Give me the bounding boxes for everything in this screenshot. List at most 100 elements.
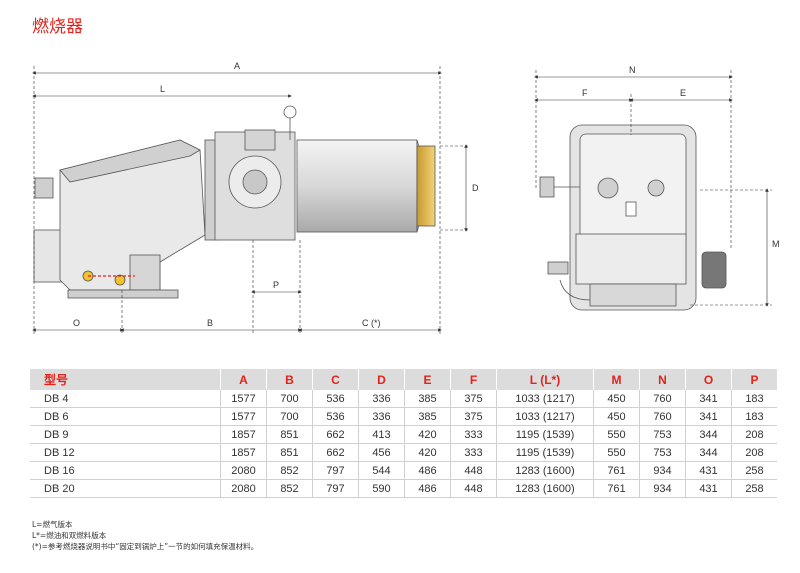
cell: 2080 (220, 461, 267, 480)
cell: 385 (404, 390, 451, 408)
table-row: DB 4 1577 700 536 336 385 375 1033 (1217… (30, 390, 777, 408)
cell-model: DB 6 (30, 407, 221, 426)
cell: 375 (450, 390, 497, 408)
cell: 760 (639, 407, 686, 426)
cell: 544 (358, 461, 405, 480)
table-row: DB 12 1857 851 662 456 420 333 1195 (153… (30, 443, 777, 462)
cell: 456 (358, 443, 405, 462)
burner-drawings: A L D P O B C (*) N F E M (32, 61, 780, 335)
cell: 344 (685, 443, 732, 462)
cell-model: DB 20 (30, 479, 221, 498)
table-header-row: 型号 A B C D E F L (L*) M N O P (30, 369, 777, 390)
cell: 1033 (1217) (496, 407, 594, 426)
cell: 761 (593, 461, 640, 480)
col-header-c: C (312, 369, 359, 390)
cell: 761 (593, 479, 640, 498)
cell: 333 (450, 443, 497, 462)
cell: 486 (404, 479, 451, 498)
cell: 486 (404, 461, 451, 480)
cell: 183 (731, 407, 777, 426)
cell: 448 (450, 479, 497, 498)
cell: 450 (593, 390, 640, 408)
cell: 1283 (1600) (496, 479, 594, 498)
col-header-b: B (266, 369, 313, 390)
cell-model: DB 4 (30, 390, 221, 408)
cell: 550 (593, 443, 640, 462)
col-header-f: F (450, 369, 497, 390)
cell-model: DB 16 (30, 461, 221, 480)
cell: 934 (639, 461, 686, 480)
dimensions-table: 型号 A B C D E F L (L*) M N O P DB 4 1577 … (30, 369, 777, 498)
cell: 258 (731, 461, 777, 480)
dim-label-m: M (772, 239, 780, 249)
cell: 662 (312, 443, 359, 462)
dim-label-d: D (472, 183, 479, 193)
col-header-e: E (404, 369, 451, 390)
cell: 760 (639, 390, 686, 408)
footnote: (*)=参考燃烧器说明书中“固定到锅炉上”一节的如何填充保温材料。 (32, 542, 259, 551)
cell: 1033 (1217) (496, 390, 594, 408)
cell: 1195 (1539) (496, 425, 594, 444)
dim-label-a: A (234, 61, 240, 71)
cell: 590 (358, 479, 405, 498)
table-row: DB 20 2080 852 797 590 486 448 1283 (160… (30, 479, 777, 498)
cell: 851 (266, 425, 313, 444)
cell: 431 (685, 479, 732, 498)
cell: 550 (593, 425, 640, 444)
cell: 431 (685, 461, 732, 480)
cell: 797 (312, 479, 359, 498)
footnotes: L=燃气版本 L*=燃油和双燃料版本 (*)=参考燃烧器说明书中“固定到锅炉上”… (32, 519, 258, 552)
cell: 753 (639, 425, 686, 444)
col-header-n: N (639, 369, 686, 390)
col-header-a: A (220, 369, 267, 390)
cell: 1577 (220, 407, 267, 426)
cell: 385 (404, 407, 451, 426)
cell: 208 (731, 443, 777, 462)
cell: 1857 (220, 443, 267, 462)
cell: 420 (404, 425, 451, 444)
table-row: DB 16 2080 852 797 544 486 448 1283 (160… (30, 461, 777, 480)
cell: 336 (358, 390, 405, 408)
cell: 375 (450, 407, 497, 426)
cell: 420 (404, 443, 451, 462)
cell: 413 (358, 425, 405, 444)
dim-label-f: F (582, 88, 588, 98)
col-header-m: M (593, 369, 640, 390)
front-view-drawing (539, 124, 727, 311)
cell: 934 (639, 479, 686, 498)
page-title: 燃烧器 (32, 17, 83, 37)
cell: 753 (639, 443, 686, 462)
cell: 2080 (220, 479, 267, 498)
cell: 1283 (1600) (496, 461, 594, 480)
cell: 700 (266, 407, 313, 426)
cell: 662 (312, 425, 359, 444)
side-view-drawing (33, 105, 436, 299)
cell: 536 (312, 407, 359, 426)
cell: 450 (593, 407, 640, 426)
cell: 851 (266, 443, 313, 462)
col-header-o: O (685, 369, 732, 390)
cell: 258 (731, 479, 777, 498)
cell-model: DB 12 (30, 443, 221, 462)
side-view-dimensions (32, 66, 470, 335)
cell-model: DB 9 (30, 425, 221, 444)
dim-label-l: L (160, 84, 165, 94)
cell: 448 (450, 461, 497, 480)
dim-label-c: C (*) (362, 318, 381, 328)
col-header-model: 型号 (30, 369, 221, 390)
cell: 341 (685, 390, 732, 408)
cell: 536 (312, 390, 359, 408)
dim-label-n: N (629, 65, 636, 75)
cell: 1195 (1539) (496, 443, 594, 462)
cell: 700 (266, 390, 313, 408)
cell: 208 (731, 425, 777, 444)
dim-label-o: O (73, 318, 80, 328)
col-header-d: D (358, 369, 405, 390)
dim-label-b: B (207, 318, 213, 328)
cell: 852 (266, 461, 313, 480)
table-row: DB 6 1577 700 536 336 385 375 1033 (1217… (30, 407, 777, 426)
dim-label-e: E (680, 88, 686, 98)
table-row: DB 9 1857 851 662 413 420 333 1195 (1539… (30, 425, 777, 444)
dim-label-p: P (273, 280, 279, 290)
front-view-dimensions (534, 70, 772, 307)
